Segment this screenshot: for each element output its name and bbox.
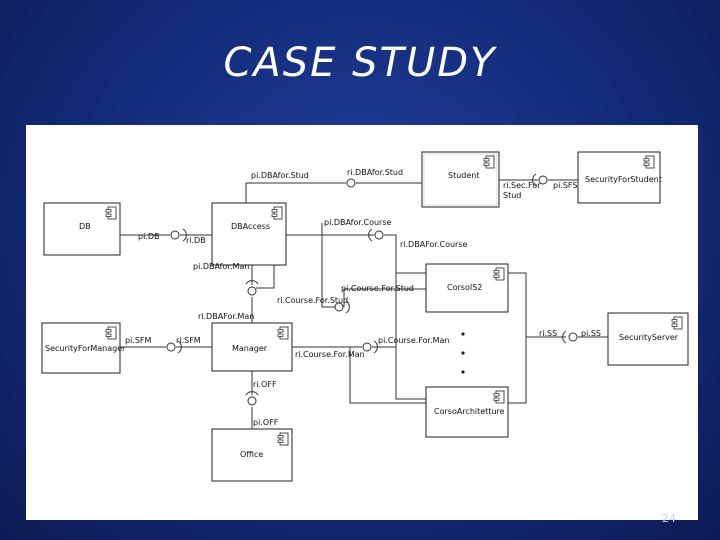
label-ri-sec-for-stud-2: Stud (503, 191, 521, 200)
label-pi-dba-for-man: pi.DBAfor.Man (193, 262, 249, 271)
label-ri-db: ri.DB (186, 236, 206, 245)
label-ri-sfm: ri.SFM (176, 336, 201, 345)
label-pi-dba-for-course: pi.DBAfor.Course (324, 218, 391, 227)
component-security-for-student: SecurityForStudent (577, 151, 662, 204)
interface-pi-ss (568, 332, 578, 342)
connector-lines (120, 179, 608, 429)
interface-pi-course-for-stud (334, 302, 344, 312)
office-label: Office (240, 450, 263, 459)
interface-pi-dba-for-course (374, 230, 384, 240)
component-corso-architetture: CorsoArchitetture (425, 386, 509, 438)
security-server-label: SecurityServer (619, 333, 679, 342)
label-pi-off: pi.OFF (253, 418, 279, 427)
label-ri-off: ri.OFF (253, 380, 277, 389)
interface-pi-sfm (166, 342, 176, 352)
student-label: Student (448, 171, 480, 180)
connector-dbaccess-student (245, 182, 346, 203)
component-diagram-svg: Student SecurityForStudent DB DBAccess C… (41, 151, 689, 482)
connector-manager-course-stud (321, 223, 335, 308)
slide-title: CASE STUDY (223, 40, 497, 86)
component-security-for-manager: SecurityForManager (41, 322, 126, 374)
security-for-manager-label: SecurityForManager (45, 344, 126, 353)
label-ri-course-for-man: ri.Course.For.Man (295, 350, 365, 359)
security-for-student-label: SecurityForStudent (585, 175, 662, 184)
label-pi-course-for-man: pi.Course.For.Man (378, 336, 450, 345)
component-security-server: SecurityServer (607, 312, 689, 366)
label-pi-dba-for-stud: pi.DBAfor.Stud (251, 171, 309, 180)
component-student: Student (421, 151, 500, 208)
db-label: DB (79, 222, 91, 231)
interface-symbols (166, 173, 578, 406)
component-corso-is2: CorsoIS2 (425, 263, 509, 313)
interface-pi-dba-for-man (247, 286, 257, 296)
interface-pi-db (170, 230, 180, 240)
label-ri-sec-for-stud-1: ri.Sec.For (503, 181, 541, 190)
interface-labels: pi.DBAfor.Stud ri.DBAfor.Stud ri.Sec.For… (125, 168, 601, 427)
manager-label: Manager (232, 344, 268, 353)
interface-pi-sfs (538, 175, 548, 185)
page-number: 24 (662, 512, 676, 525)
label-ri-course-for-stud: ri.Course.For.Stud (277, 296, 348, 305)
dbaccess-label: DBAccess (231, 222, 270, 231)
label-pi-db: pi.DB (138, 232, 160, 241)
label-pi-course-for-stud: pi.Course.For.Stud (341, 284, 414, 293)
label-pi-sfm: pi.SFM (125, 336, 152, 345)
component-db: DB (43, 202, 121, 256)
label-ri-dba-for-course: ri.DBAFor.Course (400, 240, 467, 249)
label-pi-ss: pi.SS (581, 329, 601, 338)
component-diagram: Student SecurityForStudent DB DBAccess C… (26, 125, 698, 520)
component-office: Office (211, 428, 293, 482)
component-dbaccess: DBAccess (211, 202, 287, 266)
label-ri-dba-for-stud: ri.DBAfor.Stud (347, 168, 403, 177)
connector-course-security-server (508, 272, 566, 338)
interface-pi-dba-for-stud (346, 178, 356, 188)
corso-architetture-label: CorsoArchitetture (434, 407, 505, 416)
label-ri-ss: ri.SS (539, 329, 557, 338)
component-manager: Manager (211, 322, 293, 372)
course-ellipsis (461, 332, 465, 374)
interface-pi-off (247, 396, 257, 406)
label-ri-dba-for-man: ri.DBAFor.Man (198, 312, 254, 321)
corso-is2-label: CorsoIS2 (447, 283, 482, 292)
interface-pi-course-for-man (362, 342, 372, 352)
label-pi-sfs: pi.SFS (553, 181, 577, 190)
